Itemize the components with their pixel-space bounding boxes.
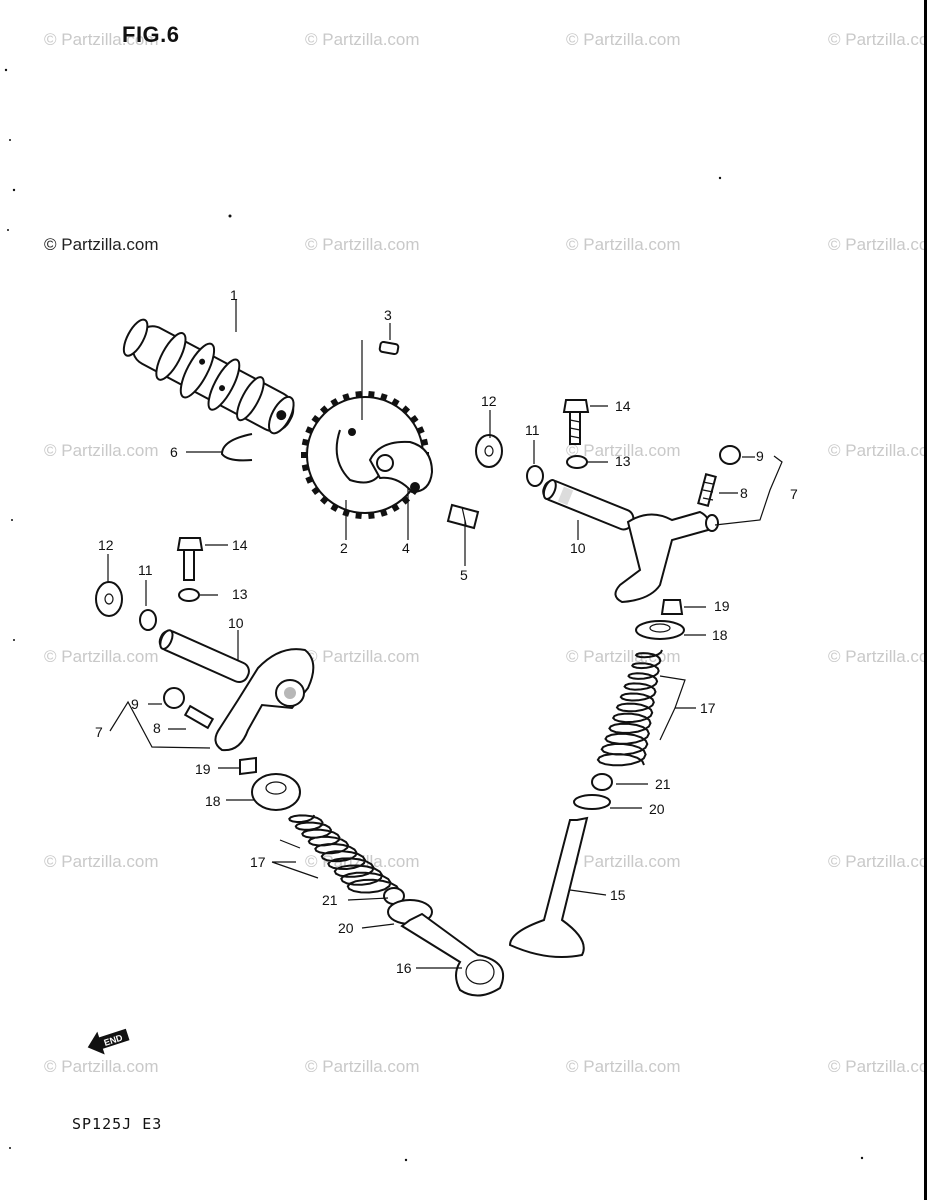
bolt-part[interactable] [446,503,480,530]
part-label: 11 [138,562,153,578]
exhaust-valve-part[interactable] [400,912,505,997]
watermark: © Partzilla.com [305,647,420,666]
part-label: 12 [481,393,497,409]
rocker-shaft-part[interactable] [157,628,252,685]
watermark: © Partzilla.com [566,441,681,460]
nut-part[interactable] [566,455,588,469]
o-ring-part[interactable] [526,465,544,487]
part-label: 12 [98,537,114,553]
part-label: 13 [232,586,248,602]
rocker-arm-part[interactable] [614,445,741,604]
svg-text:END: END [103,1032,125,1048]
part-label: 17 [700,700,716,716]
scan-border [924,0,944,1200]
part-label: 18 [205,793,221,809]
watermark: © Partzilla.com [566,647,681,666]
washer-part[interactable] [475,434,503,468]
watermark: © Partzilla.com [44,30,159,49]
watermark: © Partzilla.com [44,1057,159,1076]
watermark: © Partzilla.com [305,852,420,871]
spring-retainer-part[interactable] [635,620,685,640]
part-label: 21 [322,892,338,908]
watermark: © Partzilla.com [828,235,943,254]
part-label: 16 [396,960,412,976]
rocker-arm-part[interactable] [163,648,315,752]
watermark-main: © Partzilla.com [44,235,159,254]
part-label: 1 [230,287,238,303]
part-label: 19 [714,598,730,614]
watermark: © Partzilla.com [828,852,943,871]
arrow-left-icon [87,1028,130,1055]
part-label: 9 [131,696,139,712]
o-ring-part[interactable] [139,609,157,631]
valve-seal-part[interactable] [573,794,611,810]
valve-spring-part[interactable] [288,814,400,894]
part-label: 17 [250,854,266,870]
watermark: © Partzilla.com [44,647,159,666]
watermark: © Partzilla.com [305,235,420,254]
part-label: 11 [525,422,540,438]
part-label: 5 [460,567,468,583]
figure-title: FIG.6 [122,22,180,47]
circlip-part[interactable] [220,433,253,462]
valve-cotter-part[interactable] [239,756,257,776]
watermark: © Partzilla.com [828,30,943,49]
part-label: 14 [232,537,248,553]
part-label: 20 [649,801,665,817]
nut-part[interactable] [178,588,200,602]
intake-valve-part[interactable] [508,816,589,958]
washer-part[interactable] [95,581,123,617]
part-label: 14 [615,398,631,414]
part-label: 15 [610,887,626,903]
spring-seat-part[interactable] [591,773,613,791]
watermark: © Partzilla.com [305,1057,420,1076]
part-label: 8 [740,485,748,501]
watermark: © Partzilla.com [828,647,943,666]
part-label: 8 [153,720,161,736]
bolt-part[interactable] [562,399,590,445]
camshaft-part[interactable] [114,307,304,446]
valve-cotter-part[interactable] [660,599,684,615]
part-label: 20 [338,920,354,936]
rocker-shaft-part[interactable] [541,478,637,532]
part-label: 19 [195,761,211,777]
watermark: © Partzilla.com [566,30,681,49]
part-label: 3 [384,307,392,323]
spring-retainer-part[interactable] [251,773,301,811]
bolt-part[interactable] [176,537,204,581]
part-label: 21 [655,776,671,792]
part-label: 9 [756,448,764,464]
part-labels: 1 2 3 4 5 6 7 8 9 10 11 12 13 14 15 16 1… [95,287,798,976]
model-code: SP125J E3 [72,1115,163,1133]
part-label: 18 [712,627,728,643]
end-marker: END [87,1028,130,1055]
watermark: © Partzilla.com [566,852,681,871]
leader-lines [107,300,783,969]
watermark: © Partzilla.com [828,441,943,460]
part-label: 7 [95,724,103,740]
part-label: 2 [340,540,348,556]
valve-spring-part[interactable] [596,649,663,767]
watermark: © Partzilla.com [566,235,681,254]
dowel-pin-part[interactable] [378,340,400,356]
part-label: 10 [228,615,244,631]
watermark: © Partzilla.com [566,1057,681,1076]
part-label: 7 [790,486,798,502]
part-label: 6 [170,444,178,460]
scan-specks [4,68,864,1162]
watermark: © Partzilla.com [44,441,159,460]
part-label: 10 [570,540,586,556]
cam-sprocket-part[interactable] [301,391,429,519]
part-label: 13 [615,453,631,469]
sprocket-plate-part[interactable] [368,440,434,494]
watermark: © Partzilla.com [305,30,420,49]
watermark: © Partzilla.com [828,1057,943,1076]
part-label: 4 [402,540,410,556]
watermark: © Partzilla.com [44,852,159,871]
